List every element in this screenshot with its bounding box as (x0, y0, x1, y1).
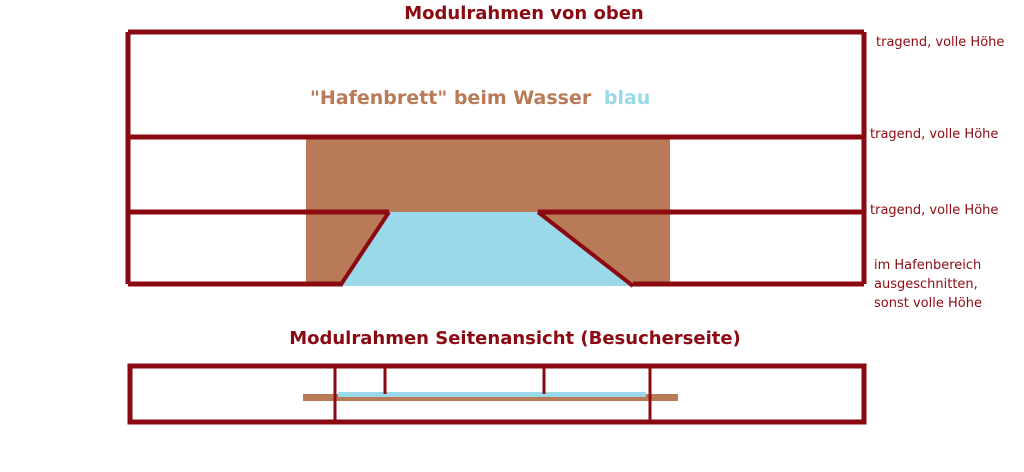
water-color-label: blau (604, 87, 650, 109)
side-frame (127, 363, 867, 425)
cutout-note-line1: im Hafenbereich (874, 258, 981, 273)
side-harbor-board (303, 394, 678, 401)
harbor-cut-left (338, 210, 391, 288)
harbor-board-label-text: "Hafenbrett" beim Wasser (310, 87, 592, 109)
side-view-title: Modulrahmen Seitenansicht (Besucherseite… (289, 328, 741, 349)
harbor-cut-right (536, 210, 635, 288)
beam-note-lower: tragend, volle Höhe (870, 203, 998, 218)
cutout-note-line3: sonst volle Höhe (874, 296, 982, 311)
top-view-title: Modulrahmen von oben (404, 3, 643, 24)
beam-note-middle: tragend, volle Höhe (870, 127, 998, 142)
harbor-board-label: "Hafenbrett" beim Wasser blau (310, 87, 650, 109)
cutout-note-line2: ausgeschnitten, (874, 277, 978, 292)
side-water (338, 392, 646, 397)
beam-note-top: tragend, volle Höhe (876, 35, 1004, 50)
